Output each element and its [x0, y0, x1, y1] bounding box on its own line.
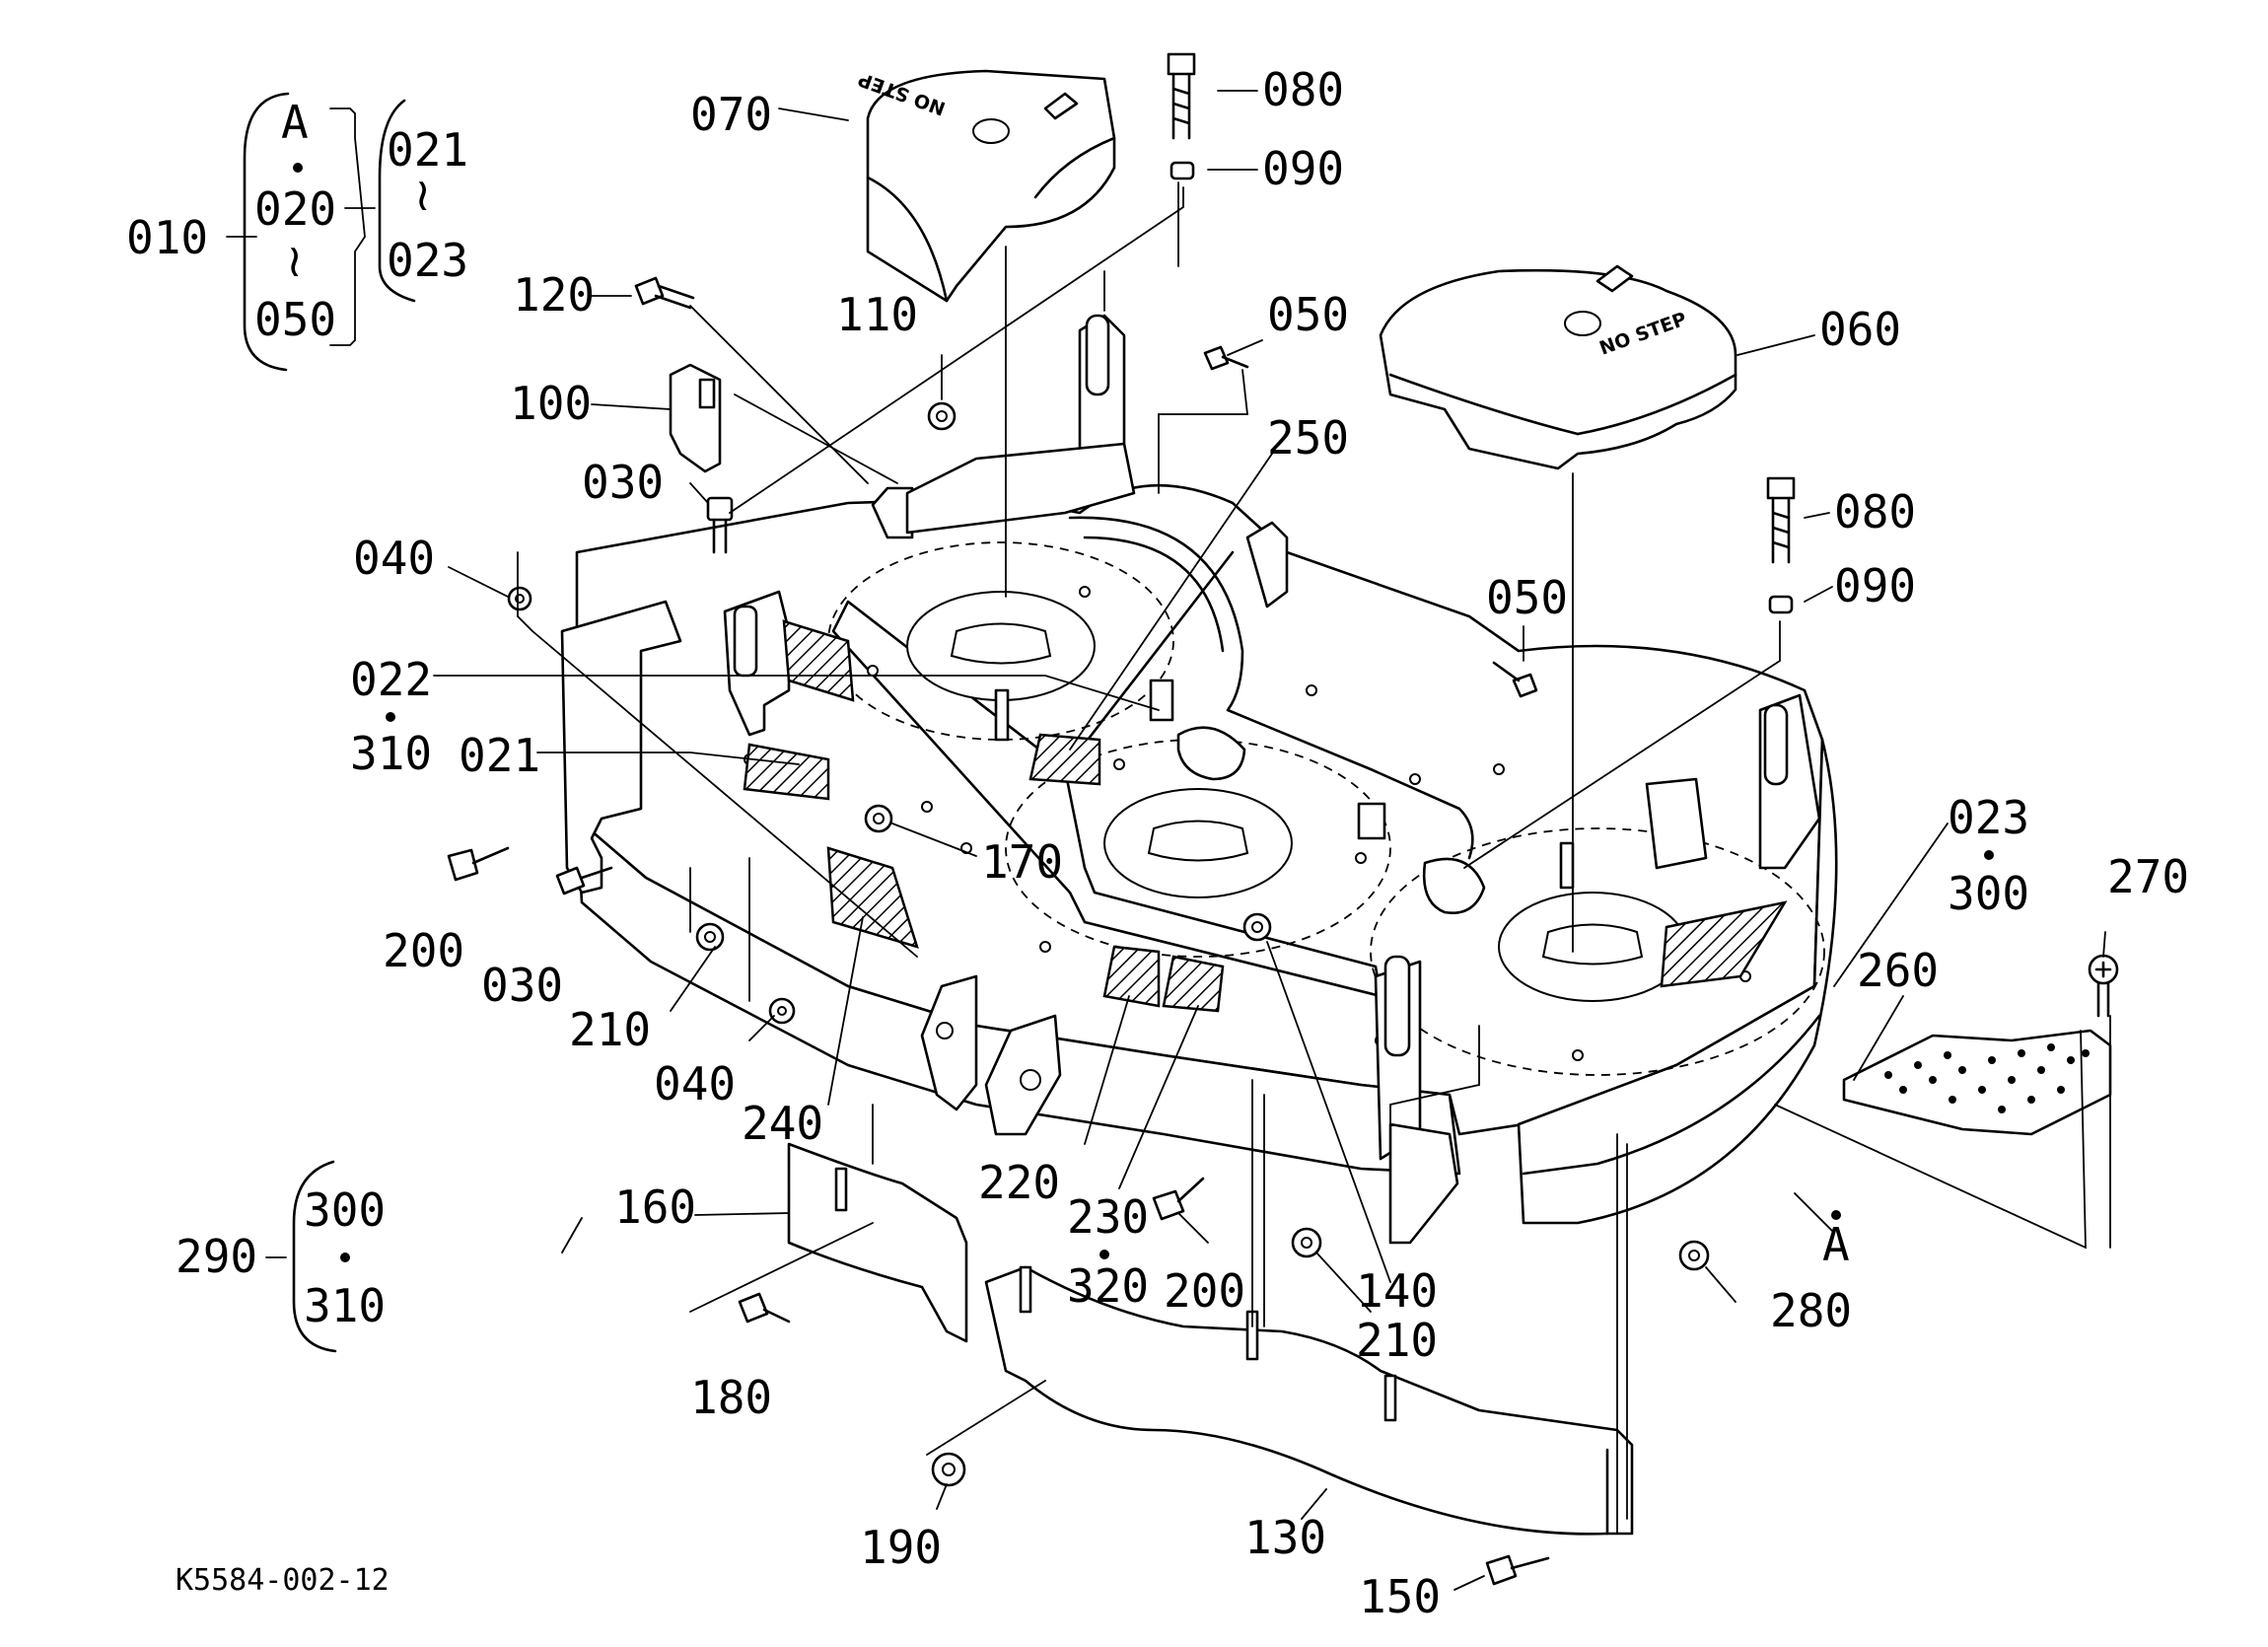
callout-150: 150 — [1359, 1570, 1441, 1623]
callout-200-a: 200 — [383, 924, 464, 977]
callout-130: 130 — [1244, 1511, 1326, 1564]
bracket-290-dot — [340, 1253, 350, 1262]
marker-a-dot — [1831, 1210, 1841, 1220]
callout-230: 230 — [1067, 1190, 1149, 1244]
bracket-010-dot — [293, 163, 303, 173]
callout-080-b: 080 — [1834, 485, 1916, 538]
bracket-020-range-mark: ≀ — [414, 168, 431, 221]
callout-030-b: 030 — [481, 959, 563, 1012]
callout-022-dot — [386, 712, 395, 722]
callout-030-a: 030 — [582, 456, 664, 509]
callout-labels: 010 A 020 ≀ 050 021 ≀ 023 070 080 090 12… — [126, 63, 2189, 1623]
callout-200-b: 200 — [1164, 1264, 1245, 1318]
callout-160: 160 — [614, 1181, 696, 1234]
leader-lines — [226, 90, 2111, 1591]
callout-100: 100 — [510, 377, 592, 430]
marker-a: A — [1822, 1218, 1850, 1271]
warning-labels — [743, 619, 1788, 1013]
callout-250: 250 — [1267, 411, 1349, 465]
callout-021: 021 — [459, 729, 540, 782]
callout-023-dot — [1984, 850, 1994, 860]
callout-190: 190 — [860, 1521, 942, 1574]
callout-270: 270 — [2107, 850, 2189, 903]
callout-230-dot — [1099, 1250, 1109, 1259]
callout-050-a: 050 — [1267, 288, 1349, 341]
callout-310-a: 310 — [350, 727, 432, 780]
right-hangers — [1245, 521, 1821, 1245]
bracket-010-top: A — [281, 96, 309, 149]
left-brackets — [560, 486, 1062, 1136]
callout-050-range: 050 — [254, 293, 336, 346]
callout-260: 260 — [1857, 944, 1939, 997]
callout-080-a: 080 — [1262, 63, 1344, 116]
callout-023-range: 023 — [387, 234, 468, 287]
callout-070: 070 — [690, 88, 772, 141]
callout-140: 140 — [1356, 1264, 1438, 1318]
callout-210-b: 210 — [1356, 1314, 1438, 1367]
bracket-010-range-mark: ≀ — [286, 234, 303, 287]
callout-020: 020 — [254, 182, 336, 236]
callout-090-b: 090 — [1834, 559, 1916, 612]
callout-290: 290 — [176, 1230, 257, 1283]
callout-021-range: 021 — [387, 123, 468, 177]
callout-040-b: 040 — [654, 1057, 736, 1110]
callout-050-b: 050 — [1486, 571, 1568, 624]
callout-040-a: 040 — [353, 532, 435, 585]
callout-180: 180 — [690, 1371, 772, 1424]
callout-240: 240 — [742, 1097, 823, 1150]
callout-023: 023 — [1948, 791, 2029, 844]
diagram-code: K5584-002-12 — [176, 1563, 390, 1598]
baffle-130 — [984, 1265, 1634, 1536]
callout-060: 060 — [1819, 303, 1901, 356]
callout-320: 320 — [1067, 1259, 1149, 1313]
callout-280: 280 — [1770, 1284, 1852, 1337]
belt-cover-left: NO STEP — [855, 68, 1116, 303]
callout-022: 022 — [350, 653, 432, 706]
belt-cover-right: NO STEP — [1379, 264, 1737, 470]
callout-110: 110 — [836, 288, 918, 341]
left-hanger-arm — [905, 314, 1136, 535]
callout-300-a: 300 — [1948, 867, 2029, 920]
callout-170: 170 — [981, 835, 1063, 889]
bracket-290-first: 300 — [304, 1183, 386, 1237]
baffle-160 — [787, 1142, 968, 1343]
step-plate — [1842, 1029, 2112, 1136]
callout-090-a: 090 — [1262, 142, 1344, 195]
fasteners — [447, 52, 2119, 1586]
callout-120: 120 — [513, 268, 595, 322]
mower-deck — [575, 483, 1838, 1225]
callout-220: 220 — [978, 1156, 1060, 1209]
callout-010: 010 — [126, 211, 208, 264]
callout-210-a: 210 — [569, 1003, 651, 1056]
bracket-290-second: 310 — [304, 1279, 386, 1332]
bracket-100 — [669, 363, 722, 473]
